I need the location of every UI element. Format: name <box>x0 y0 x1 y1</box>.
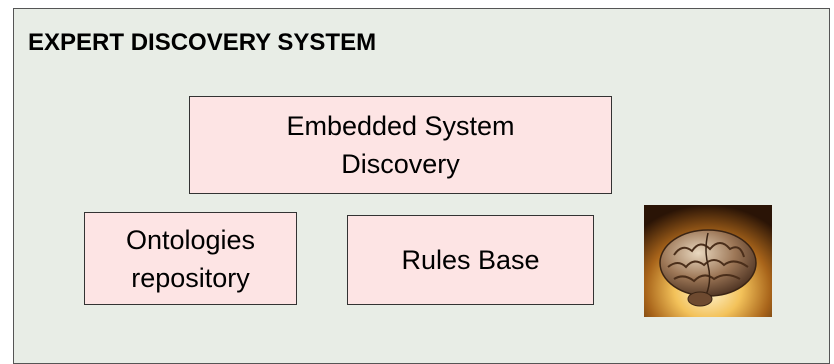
embedded-box-line-2: Discovery <box>341 149 460 179</box>
ontologies-repository-box: Ontologies repository <box>84 212 297 305</box>
diagram-title: EXPERT DISCOVERY SYSTEM <box>28 29 377 56</box>
embedded-system-discovery-box: Embedded System Discovery <box>189 96 612 194</box>
rules-box-line-1: Rules Base <box>401 245 540 275</box>
rules-base-box: Rules Base <box>347 215 594 305</box>
brain-icon <box>644 205 772 317</box>
embedded-box-line-1: Embedded System <box>286 111 515 141</box>
ontologies-box-line-2: repository <box>131 262 250 293</box>
diagram-panel: EXPERT DISCOVERY SYSTEM Embedded System … <box>13 8 830 364</box>
ontologies-box-line-1: Ontologies <box>125 224 256 255</box>
